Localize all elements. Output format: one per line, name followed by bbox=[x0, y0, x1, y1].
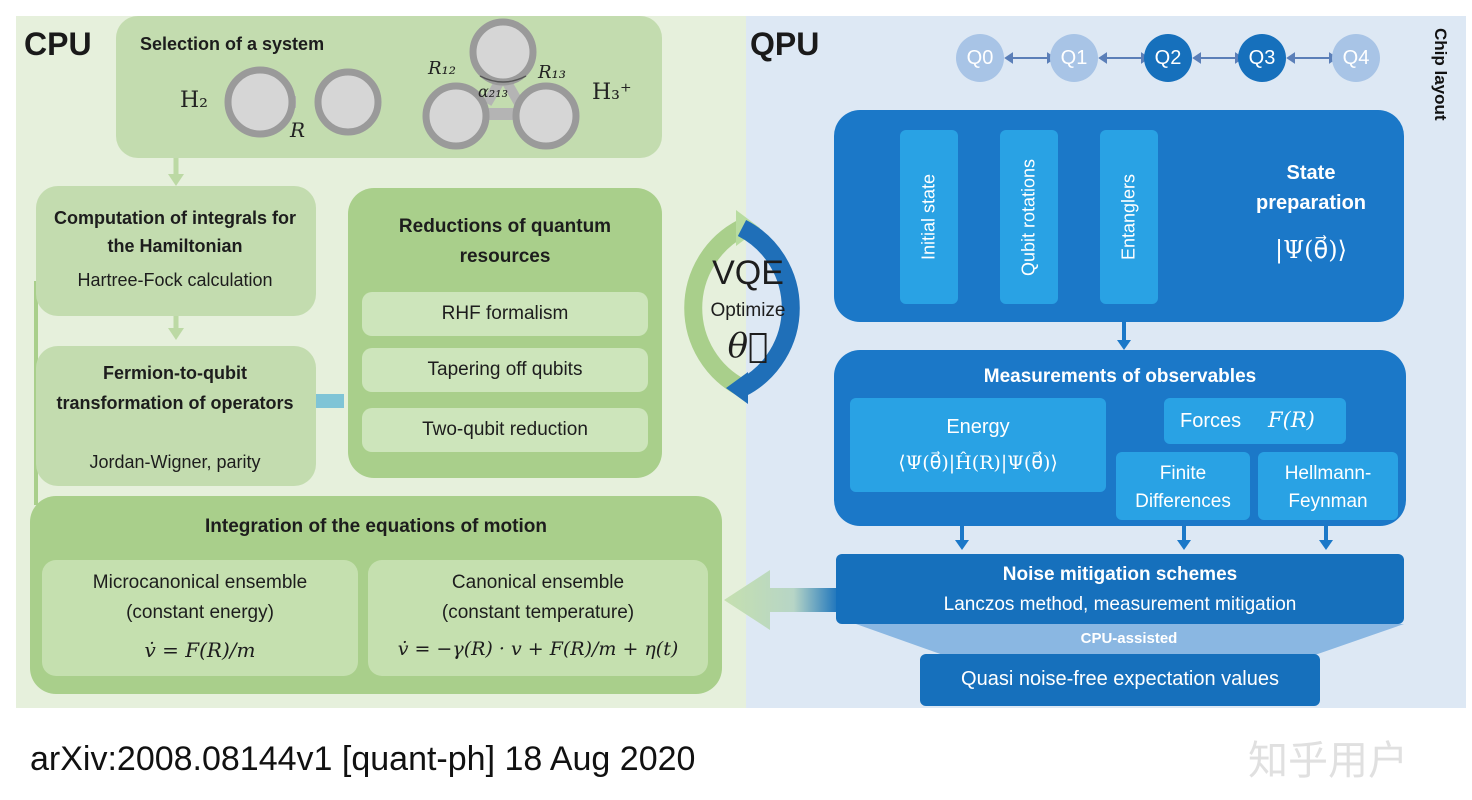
h2-label: H₂ bbox=[180, 88, 209, 113]
watermark: 知乎用户 bbox=[1248, 739, 1408, 783]
hellmann-feynman-label: Hellmann-Feynman bbox=[1284, 463, 1372, 512]
finite-differences-box bbox=[1116, 452, 1250, 520]
noise-subtitle: Lanczos method, measurement mitigation bbox=[943, 594, 1297, 615]
entanglers-block: Entanglers bbox=[1100, 130, 1158, 304]
energy-equation: ⟨Ψ(θ⃗)|Ĥ(R)|Ψ(θ⃗)⟩ bbox=[898, 452, 1058, 474]
reductions-title: Reductions of quantum resources bbox=[398, 216, 612, 267]
micro-line1: Microcanonical ensemble bbox=[92, 572, 308, 593]
fermion-subtitle: Jordan-Wigner, parity bbox=[89, 452, 261, 472]
quasi-noise-free-box bbox=[920, 654, 1320, 706]
qubit-q3: Q3 bbox=[1238, 34, 1286, 82]
integrals-box bbox=[36, 186, 316, 316]
state-prep-psi: |Ψ(θ⃗)⟩ bbox=[1275, 236, 1347, 264]
vqe-theta: θ⃗ bbox=[727, 326, 769, 366]
alpha-label: α₂₁₃ bbox=[478, 82, 509, 101]
integrals-subtitle: Hartree-Fock calculation bbox=[77, 270, 273, 290]
measurements-title: Measurements of observables bbox=[983, 366, 1257, 387]
r-label: R bbox=[290, 118, 306, 142]
finite-differences-label: Finite Differences bbox=[1135, 463, 1231, 512]
molecules-diagram bbox=[224, 18, 580, 150]
energy-label: Energy bbox=[946, 416, 1010, 438]
energy-box bbox=[850, 398, 1106, 492]
canon-line1: Canonical ensemble bbox=[451, 572, 625, 593]
fermion-box bbox=[36, 346, 316, 486]
selection-title: Selection of a system bbox=[140, 34, 325, 54]
state-prep-title: State preparation bbox=[1255, 162, 1367, 214]
reduction-item-rhf: RHF formalism bbox=[362, 292, 648, 336]
forces-equation: F(R) bbox=[1268, 408, 1315, 432]
microcanonical-box bbox=[42, 560, 358, 676]
qubit-rotations-block: Qubit rotations bbox=[1000, 130, 1058, 304]
r13-label: R₁₃ bbox=[538, 62, 566, 83]
reduction-item-two-qubit: Two-qubit reduction bbox=[362, 408, 648, 452]
forces-box bbox=[1164, 398, 1346, 444]
quasi-noise-free-label: Quasi noise-free expectation values bbox=[961, 668, 1279, 690]
integration-title: Integration of the equations of motion bbox=[205, 516, 547, 537]
cpu-label: CPU bbox=[24, 26, 92, 62]
vqe-label: VQE bbox=[712, 254, 784, 292]
forces-label: Forces bbox=[1180, 410, 1242, 432]
r12-label: R₁₂ bbox=[428, 58, 456, 79]
hellmann-feynman-box bbox=[1258, 452, 1398, 520]
h3-label: H₃⁺ bbox=[592, 80, 632, 105]
initial-state-block: Initial state bbox=[900, 130, 958, 304]
fermion-title: Fermion-to-qubit transformation of opera… bbox=[56, 363, 294, 413]
micro-equation: v̇ = F(R)/m bbox=[144, 638, 256, 662]
qubit-q2: Q2 bbox=[1144, 34, 1192, 82]
vqe-optimize: Optimize bbox=[710, 300, 786, 321]
qubit-q1: Q1 bbox=[1050, 34, 1098, 82]
qubit-q0: Q0 bbox=[956, 34, 1004, 82]
canonical-box bbox=[368, 560, 708, 676]
noise-title: Noise mitigation schemes bbox=[1002, 564, 1238, 585]
canon-line2: (constant temperature) bbox=[441, 602, 635, 623]
micro-line2: (constant energy) bbox=[126, 602, 274, 623]
cpu-assisted-label: CPU-assisted bbox=[1080, 630, 1178, 647]
integrals-title: Computation of integrals for the Hamilto… bbox=[54, 208, 296, 256]
chip-layout-label: Chip layout bbox=[1431, 28, 1450, 121]
reduction-item-tapering: Tapering off qubits bbox=[362, 348, 648, 392]
qubit-q4: Q4 bbox=[1332, 34, 1380, 82]
noise-mitigation-box bbox=[836, 554, 1404, 624]
arxiv-citation: arXiv:2008.08144v1 [quant-ph] 18 Aug 202… bbox=[30, 740, 696, 778]
canon-equation: v̇ = −γ(R) · v + F(R)/m + η(t) bbox=[397, 638, 679, 660]
qpu-label: QPU bbox=[750, 26, 820, 62]
